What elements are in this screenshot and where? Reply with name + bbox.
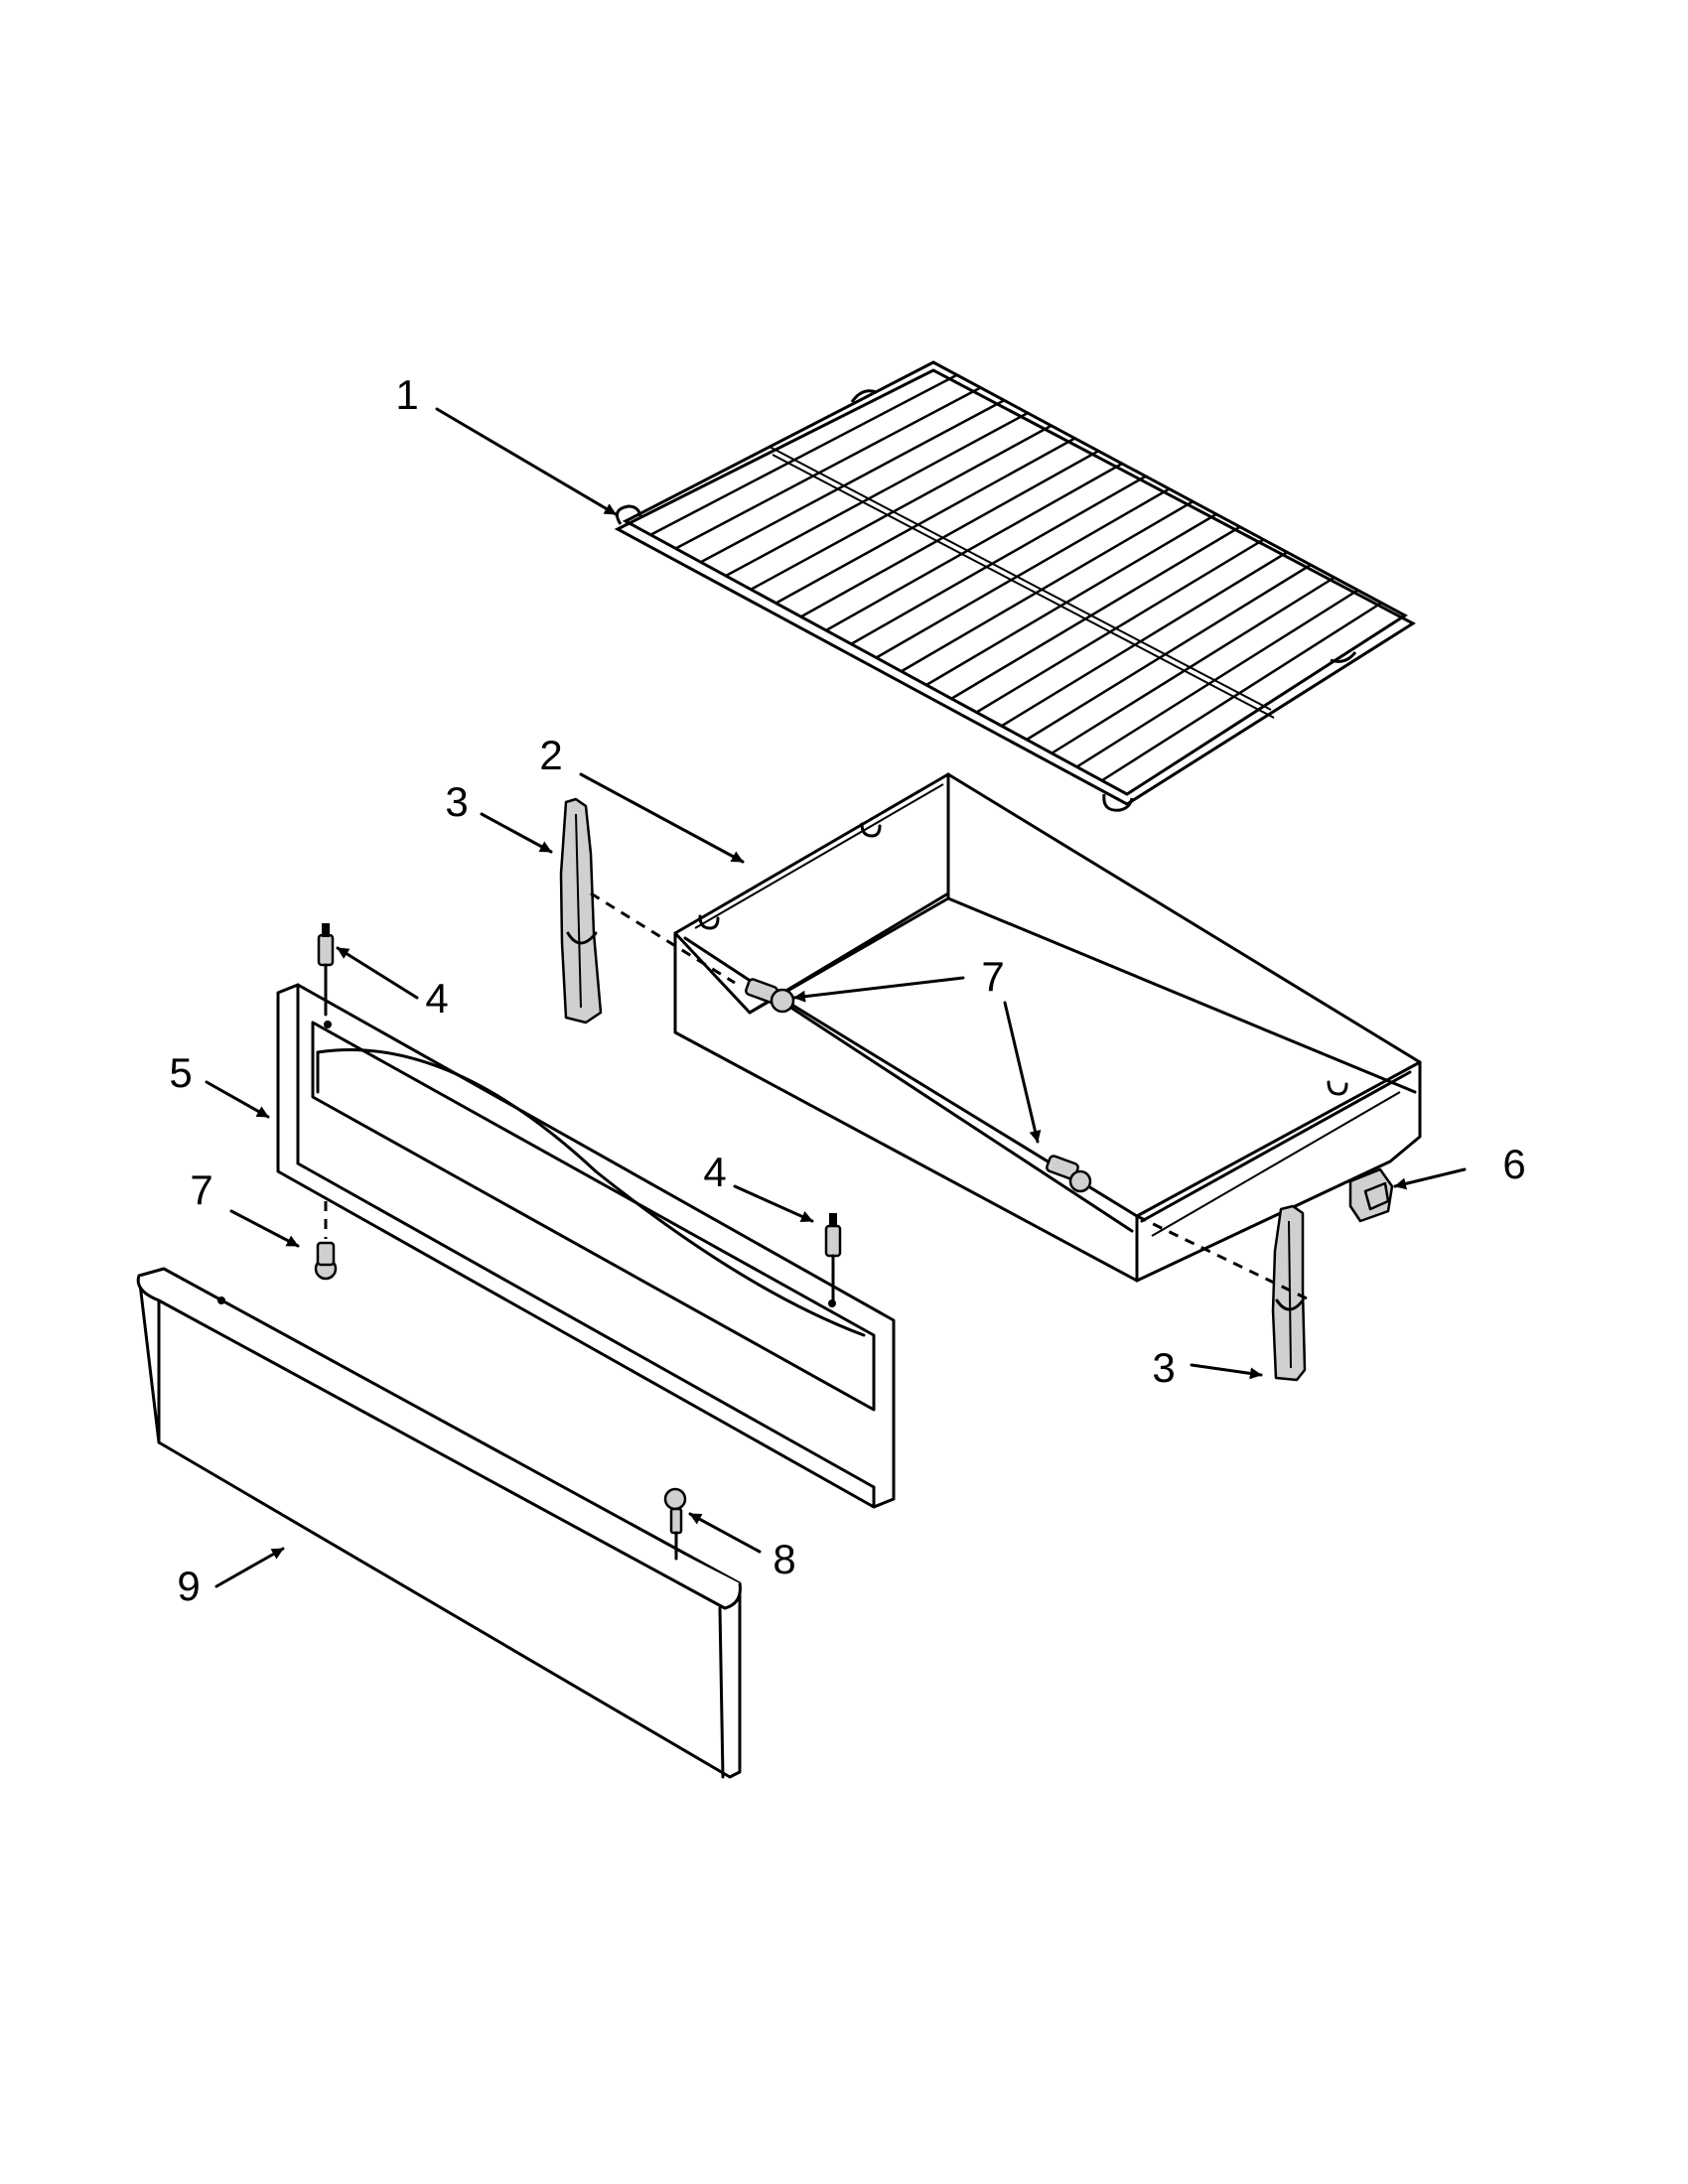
callout-arrows — [205, 407, 1467, 1588]
rack-bar — [850, 475, 1147, 645]
rack-bar — [950, 525, 1241, 700]
screw-panel — [314, 1201, 338, 1281]
guide-line — [1136, 1214, 1312, 1302]
rack-bar — [700, 399, 1005, 564]
callout-4-top: 4 — [425, 975, 448, 1022]
stud-top — [317, 923, 335, 1017]
rack-bar — [1101, 602, 1382, 782]
screw-front — [663, 1487, 687, 1561]
rack-bar — [925, 512, 1217, 687]
drawer-front-outer — [136, 1267, 742, 1779]
callout-2: 2 — [539, 732, 562, 778]
rack-bar — [774, 437, 1076, 605]
rack-bars — [649, 373, 1382, 782]
rack-bar — [800, 450, 1099, 618]
slide-left — [559, 797, 603, 1024]
callout-3-left: 3 — [445, 778, 468, 825]
callout-7-drawer: 7 — [981, 953, 1004, 1000]
drawer — [673, 772, 1422, 1283]
rack-bar — [725, 411, 1029, 578]
callout-7-panel: 7 — [190, 1166, 212, 1213]
drawer-front-inner — [276, 983, 896, 1509]
rack-bar — [649, 373, 958, 536]
rack-bar — [674, 386, 982, 550]
oven-rack — [614, 360, 1416, 812]
stud-right — [824, 1213, 842, 1305]
rack-bar — [750, 424, 1053, 591]
clip — [1348, 1167, 1394, 1223]
rack-bar — [1075, 589, 1359, 768]
rack-bar — [1026, 563, 1312, 742]
callout-4-right: 4 — [703, 1149, 726, 1195]
callout-labels: 1 2 3 4 5 7 6 4 7 3 8 9 — [169, 371, 1525, 1609]
callout-9: 9 — [177, 1563, 200, 1609]
callout-1: 1 — [395, 371, 418, 418]
callout-5: 5 — [169, 1049, 192, 1096]
rack-bar — [875, 487, 1171, 659]
rack-bar — [825, 462, 1123, 632]
rack-bar — [1001, 551, 1288, 728]
rack-bar — [975, 538, 1265, 714]
rack-bar — [901, 500, 1194, 673]
callout-8: 8 — [773, 1536, 795, 1582]
callout-3-right: 3 — [1152, 1344, 1175, 1391]
screw-drawer-right — [1046, 1155, 1092, 1193]
slide-right — [1271, 1204, 1307, 1382]
rack-bar — [1051, 576, 1336, 754]
callout-6: 6 — [1502, 1141, 1525, 1187]
screw-drawer-left — [745, 978, 795, 1014]
